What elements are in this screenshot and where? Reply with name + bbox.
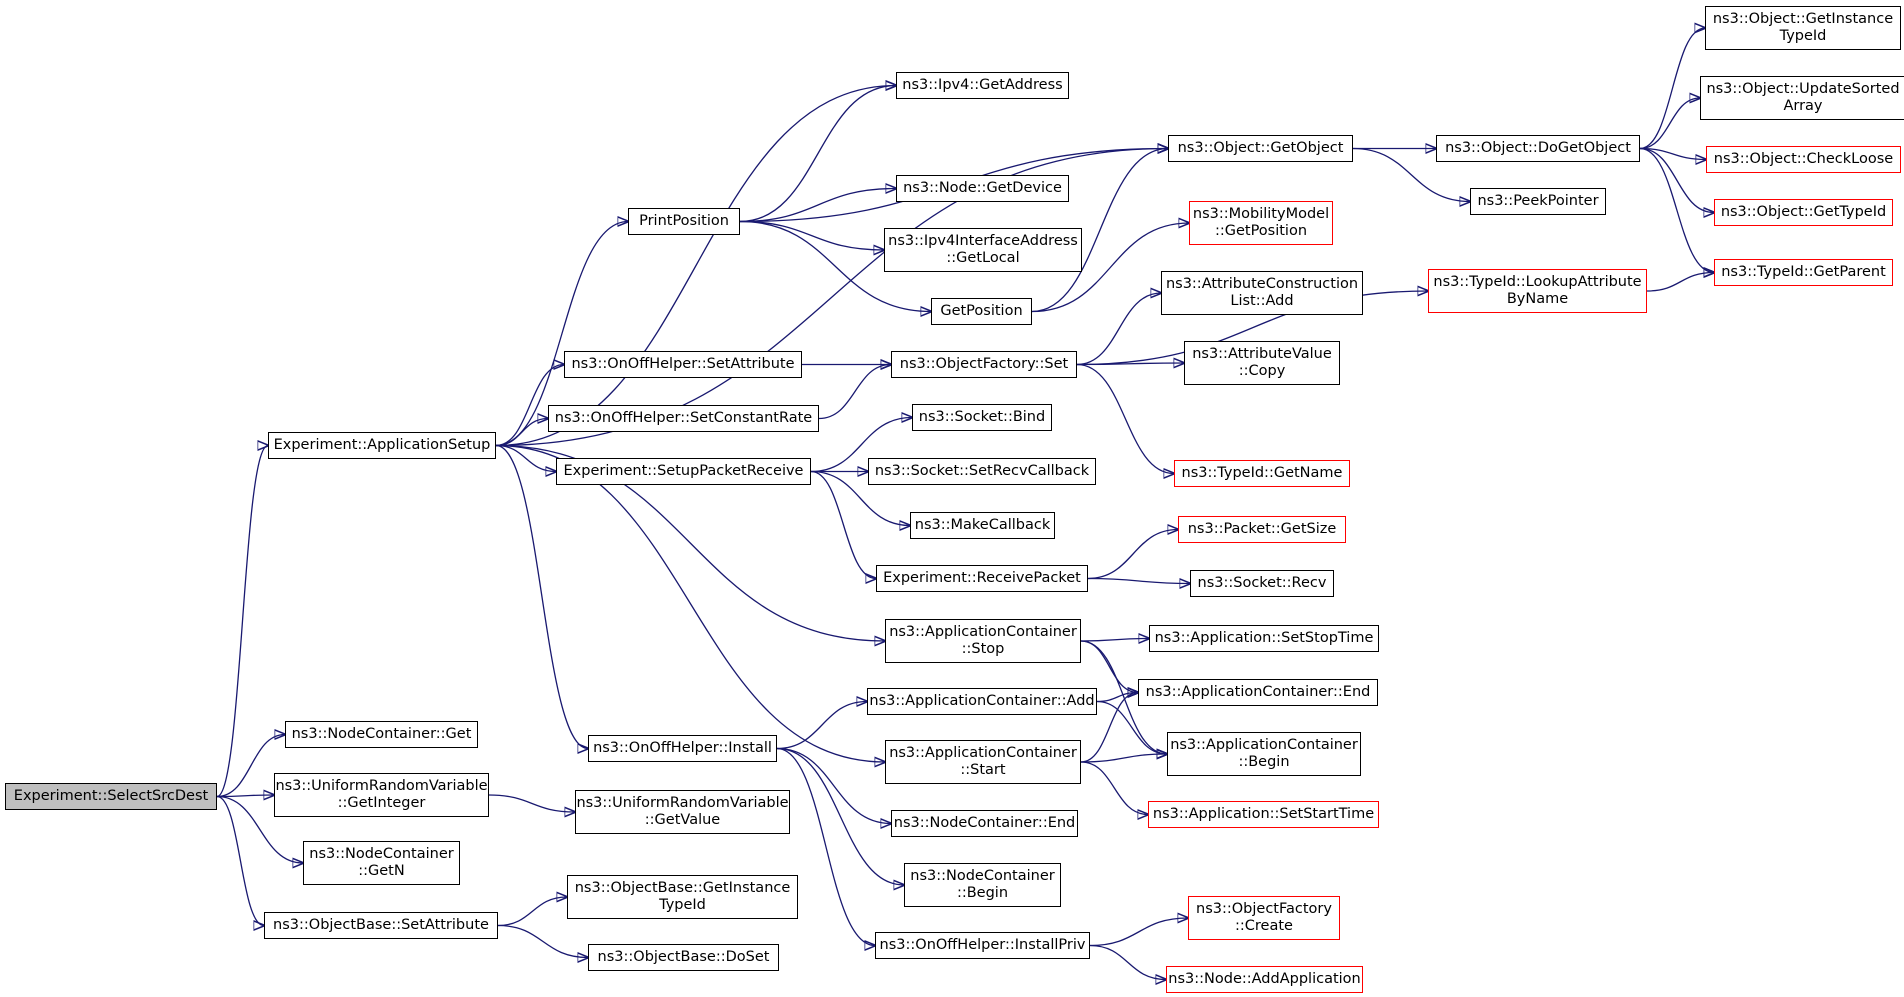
- node-nodecontainer-begin[interactable]: ns3::NodeContainer ::Begin: [904, 863, 1061, 907]
- edge-n11-n14: [739, 220, 931, 312]
- node-typeid-lookupattributebyname[interactable]: ns3::TypeId::LookupAttribute ByName: [1428, 269, 1647, 313]
- node-typeid-getname[interactable]: ns3::TypeId::GetName: [1174, 460, 1350, 487]
- node-getposition[interactable]: GetPosition: [931, 298, 1032, 325]
- node-object-updatesortedarray[interactable]: ns3::Object::UpdateSorted Array: [1700, 76, 1904, 120]
- edge-n44-n45: [488, 794, 575, 812]
- edge-n1-n10: [495, 86, 896, 447]
- edge-n30-n32: [1080, 640, 1138, 693]
- node-experiment-receivepacket[interactable]: Experiment::ReceivePacket: [876, 565, 1088, 592]
- edge-n23-n27: [810, 470, 876, 579]
- node-onoffhelper-install[interactable]: ns3::OnOffHelper::Install: [588, 735, 777, 762]
- edge-n11-n12: [739, 189, 896, 223]
- edge-n11-n10: [739, 86, 896, 223]
- node-ipv4-getaddress[interactable]: ns3::Ipv4::GetAddress: [896, 72, 1069, 99]
- edge-n2-n9: [1352, 147, 1470, 202]
- edge-n37-n40: [776, 747, 875, 946]
- edge-n1-n37: [495, 444, 588, 749]
- edge-n37-n38: [776, 747, 891, 824]
- edge-n47-n48: [497, 897, 567, 927]
- node-socket-recv[interactable]: ns3::Socket::Recv: [1190, 570, 1334, 597]
- node-applicationcontainer-start[interactable]: ns3::ApplicationContainer ::Start: [885, 740, 1081, 784]
- node-object-dogetobject[interactable]: ns3::Object::DoGetObject: [1436, 135, 1640, 162]
- edge-n17-n18: [1076, 293, 1161, 366]
- edge-n1-n22: [495, 419, 548, 447]
- edge-n20-n8: [1646, 273, 1714, 292]
- node-socket-bind[interactable]: ns3::Socket::Bind: [912, 404, 1052, 431]
- edge-n40-n41: [1089, 918, 1188, 947]
- node-onoffhelper-setconstantrate[interactable]: ns3::OnOffHelper::SetConstantRate: [548, 405, 819, 432]
- node-packet-getsize[interactable]: ns3::Packet::GetSize: [1178, 516, 1346, 543]
- node-typeid-getparent[interactable]: ns3::TypeId::GetParent: [1714, 259, 1893, 286]
- node-mobilitymodel-getposition[interactable]: ns3::MobilityModel ::GetPosition: [1189, 201, 1333, 245]
- edge-n1-n30: [495, 444, 885, 642]
- node-object-getinstancetypeid[interactable]: ns3::Object::GetInstance TypeId: [1705, 6, 1901, 50]
- node-nodecontainer-end[interactable]: ns3::NodeContainer::End: [891, 810, 1078, 837]
- edge-n17-n20: [1076, 291, 1428, 366]
- edge-n3-n8: [1639, 147, 1714, 273]
- edge-n23-n26: [810, 470, 910, 526]
- edge-n17-n21: [1076, 363, 1174, 474]
- edge-n3-n4: [1639, 28, 1705, 150]
- node-onoffhelper-installpriv[interactable]: ns3::OnOffHelper::InstallPriv: [875, 932, 1090, 959]
- edge-n14-n15: [1031, 223, 1189, 313]
- edge-n30-n33: [1080, 640, 1167, 754]
- node-experiment-applicationsetup[interactable]: Experiment::ApplicationSetup: [268, 432, 496, 459]
- edge-n0-n46: [216, 795, 303, 864]
- node-applicationcontainer-end[interactable]: ns3::ApplicationContainer::End: [1138, 679, 1378, 706]
- edge-n47-n49: [497, 924, 588, 958]
- edge-n0-n1: [216, 446, 268, 798]
- edge-n35-n32: [1080, 693, 1138, 763]
- edge-n35-n33: [1080, 754, 1167, 763]
- node-objectbase-setattribute[interactable]: ns3::ObjectBase::SetAttribute: [264, 912, 498, 939]
- node-objectfactory-create[interactable]: ns3::ObjectFactory ::Create: [1188, 896, 1340, 940]
- edge-n0-n47: [216, 795, 264, 926]
- node-makecallback[interactable]: ns3::MakeCallback: [910, 512, 1055, 539]
- edge-n27-n29: [1087, 579, 1190, 584]
- edge-n40-n42: [1089, 944, 1166, 980]
- node-object-checkloose[interactable]: ns3::Object::CheckLoose: [1706, 146, 1901, 173]
- edge-n0-n43: [216, 735, 285, 798]
- node-ipv4interfaceaddress-getlocal[interactable]: ns3::Ipv4InterfaceAddress ::GetLocal: [884, 228, 1082, 272]
- node-printposition[interactable]: PrintPosition: [628, 208, 740, 235]
- edge-n35-n36: [1080, 761, 1148, 815]
- edge-n1-n16: [495, 365, 564, 447]
- edge-n14-n2: [1031, 149, 1168, 313]
- edge-n23-n24: [810, 418, 912, 473]
- edge-n27-n28: [1087, 530, 1178, 580]
- node-object-gettypeid[interactable]: ns3::Object::GetTypeId: [1714, 199, 1893, 226]
- edge-n3-n6: [1639, 147, 1706, 160]
- node-objectbase-getinstancetypeid[interactable]: ns3::ObjectBase::GetInstance TypeId: [567, 875, 798, 919]
- node-application-setstarttime[interactable]: ns3::Application::SetStartTime: [1148, 801, 1379, 828]
- node-applicationcontainer-stop[interactable]: ns3::ApplicationContainer ::Stop: [885, 619, 1081, 663]
- node-nodecontainer-get[interactable]: ns3::NodeContainer::Get: [285, 721, 478, 748]
- node-attributevalue-copy[interactable]: ns3::AttributeValue ::Copy: [1184, 341, 1340, 385]
- node-uniformrandomvariable-getinteger[interactable]: ns3::UniformRandomVariable ::GetInteger: [274, 773, 489, 817]
- node-uniformrandomvariable-getvalue[interactable]: ns3::UniformRandomVariable ::GetValue: [575, 790, 790, 834]
- node-objectbase-doset[interactable]: ns3::ObjectBase::DoSet: [588, 944, 779, 971]
- edge-n3-n7: [1639, 147, 1714, 213]
- edge-n22-n17: [818, 365, 891, 420]
- edge-n1-n35: [495, 444, 885, 763]
- node-nodecontainer-getn[interactable]: ns3::NodeContainer ::GetN: [303, 841, 460, 885]
- edge-n30-n31: [1080, 639, 1149, 642]
- node-experiment-setuppacketreceive[interactable]: Experiment::SetupPacketReceive: [556, 458, 811, 485]
- node-experiment-selectsrcdest: Experiment::SelectSrcDest: [5, 783, 217, 810]
- edge-n37-n34: [776, 702, 867, 750]
- node-application-setstoptime[interactable]: ns3::Application::SetStopTime: [1149, 625, 1379, 652]
- node-node-addapplication[interactable]: ns3::Node::AddApplication: [1166, 966, 1363, 993]
- node-applicationcontainer-add[interactable]: ns3::ApplicationContainer::Add: [867, 688, 1097, 715]
- edge-n11-n13: [739, 220, 884, 251]
- node-applicationcontainer-begin[interactable]: ns3::ApplicationContainer ::Begin: [1167, 732, 1361, 776]
- node-objectfactory-set[interactable]: ns3::ObjectFactory::Set: [891, 351, 1077, 378]
- edge-n37-n39: [776, 747, 904, 886]
- node-attributeconstructionlist-add[interactable]: ns3::AttributeConstruction List::Add: [1161, 271, 1363, 315]
- edge-n3-n5: [1639, 98, 1700, 150]
- edge-n34-n33: [1096, 700, 1167, 755]
- node-node-getdevice[interactable]: ns3::Node::GetDevice: [896, 175, 1069, 202]
- node-onoffhelper-setattribute[interactable]: ns3::OnOffHelper::SetAttribute: [564, 351, 802, 378]
- node-socket-setrecvcallback[interactable]: ns3::Socket::SetRecvCallback: [868, 458, 1096, 485]
- node-peekpointer[interactable]: ns3::PeekPointer: [1470, 188, 1606, 215]
- node-object-getobject[interactable]: ns3::Object::GetObject: [1168, 135, 1353, 162]
